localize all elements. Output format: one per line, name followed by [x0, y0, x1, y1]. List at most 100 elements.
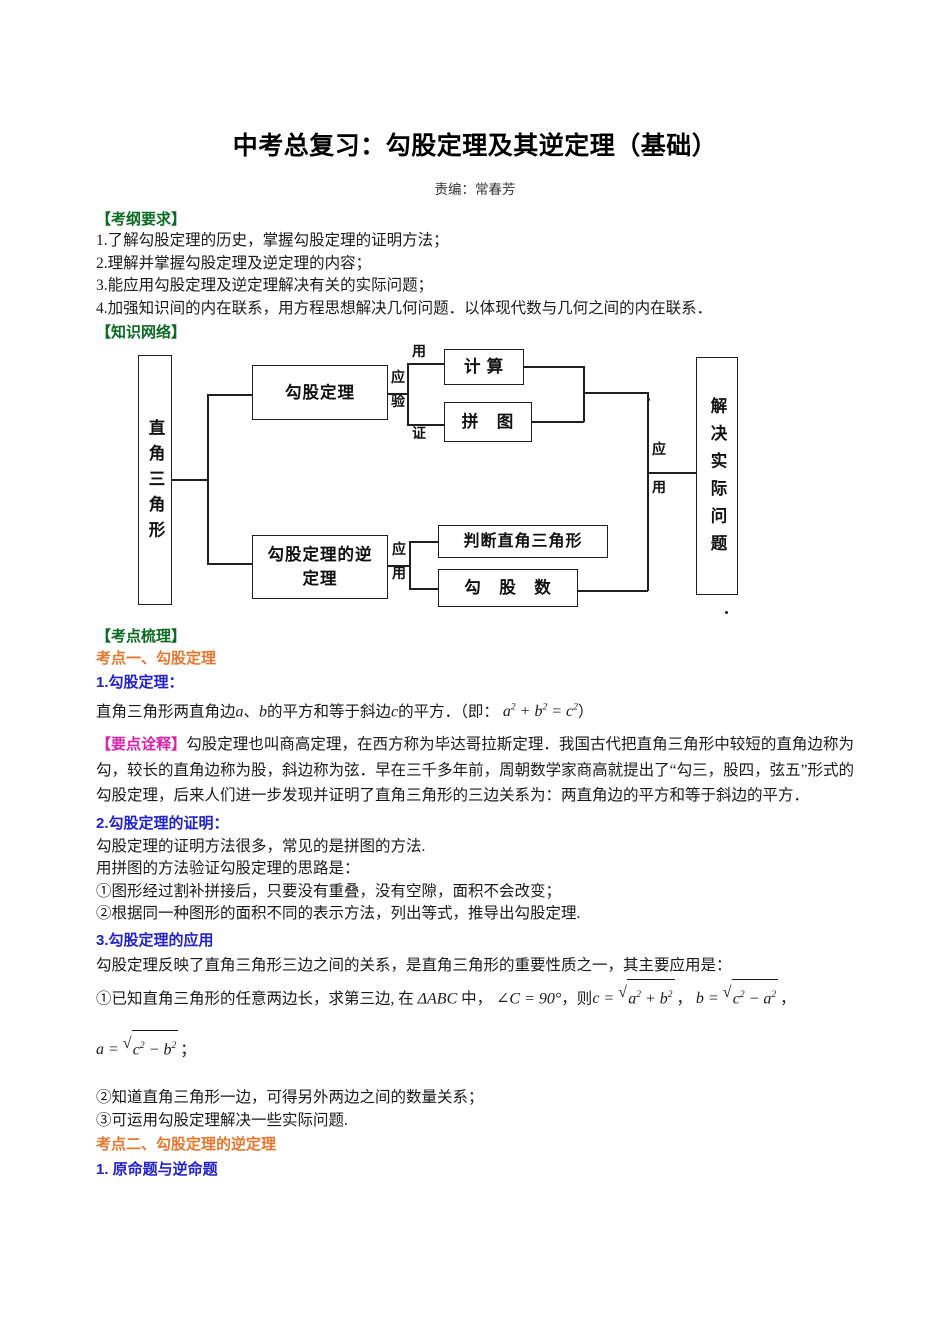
outline-item: 2.理解并掌握勾股定理及逆定理的内容；: [96, 254, 372, 272]
diagram-label-verify-upper: 验: [391, 395, 405, 410]
app1-prefix: ①已知直角三角形的任意两边长，求第三边, 在: [96, 990, 414, 1008]
diagram-connector: [407, 424, 445, 426]
point-one-sub3-title: 3.勾股定理的应用: [96, 931, 214, 949]
proof-lines: 勾股定理的证明方法很多，常见的是拼图的方法. 用拼图的方法验证勾股定理的思路是：…: [96, 836, 854, 926]
diagram-node-root: 直角三角形: [138, 355, 172, 605]
theorem-text-end: ）: [577, 703, 594, 721]
var-b: b: [259, 703, 268, 721]
diagram-connector: [409, 541, 439, 543]
diagram-node-assemble: 拼 图: [444, 402, 532, 442]
angle-c-value: ∠C = 90°: [496, 990, 562, 1008]
diagram-label-verify-bottom: 证: [412, 427, 426, 442]
outline-item: 1.了解勾股定理的历史，掌握勾股定理的证明方法；: [96, 232, 449, 249]
explain-tag: 【要点诠释】: [96, 736, 187, 754]
application-item: ③可运用勾股定理解决一些实际问题.: [96, 1111, 348, 1129]
diagram-node-solve: 解决实际问题: [696, 357, 738, 595]
proof-line: ①图形经过割补拼接后，只要没有重叠，没有空隙，面积不会改变；: [96, 882, 562, 900]
application-item: ②知道直角三角形一边，可得另外两边之间的数量关系；: [96, 1089, 484, 1107]
formula-exp: 2: [510, 703, 516, 713]
knowledge-network-diagram: 直角三角形 勾股定理 勾股定理的逆定理 应 验 用 证 计 算 拼 图 应: [136, 345, 816, 621]
diagram-connector: [409, 541, 411, 589]
diagram-node-theorem: 勾股定理: [252, 365, 388, 420]
outline-item: 4.加强知识间的内在联系，用方程思想解决几何问题．以体现代数与几何之间的内在联系…: [96, 299, 713, 317]
theorem-sep: 、: [243, 703, 260, 721]
proof-line: 用拼图的方法验证勾股定理的思路是：: [96, 860, 360, 878]
diagram-label-apply-right-bottom: 用: [652, 481, 666, 496]
point-one-sub2-title: 2.勾股定理的证明：: [96, 814, 229, 832]
diagram-connector: [583, 366, 585, 422]
diagram-connector: [172, 479, 208, 481]
diagram-connector: [388, 565, 410, 567]
app1-tail: ，: [780, 990, 796, 1008]
diagram-connector: [578, 590, 648, 592]
diagram-stray-dot: [647, 398, 650, 401]
app1-semicolon: ；: [180, 1041, 197, 1059]
diagram-connector: [409, 588, 439, 590]
rad-exp: 2: [636, 989, 641, 1000]
diagram-node-converse-label: 勾股定理的逆定理: [267, 545, 373, 588]
rad-c: c: [132, 1041, 140, 1059]
var-a: a: [235, 703, 244, 721]
formula-exp: 2: [542, 703, 548, 713]
diagram-node-converse: 勾股定理的逆定理: [252, 535, 388, 599]
rad-b: b: [659, 990, 668, 1008]
application-remaining-lines: ②知道直角三角形一边，可得另外两边之间的数量关系； ③可运用勾股定理解决一些实际…: [96, 1065, 854, 1132]
application-intro: 勾股定理反映了直角三角形三边之间的关系，是直角三角形的重要性质之一，其主要应用是…: [96, 956, 732, 974]
page-title: 中考总复习：勾股定理及其逆定理（基础）: [232, 133, 718, 160]
theorem-text-mid: 的平方和等于斜边: [267, 703, 392, 721]
app1-mid: 中，: [461, 990, 493, 1008]
application-item-1: ①已知直角三角形的任意两边长，求第三边, 在 ΔABC 中， ∠C = 90°，…: [96, 978, 854, 1014]
diagram-connector: [388, 393, 408, 395]
diagram-connector: [407, 363, 409, 425]
diagram-node-judge: 判断直角三角形: [438, 525, 608, 558]
rad-a: a: [628, 990, 637, 1008]
diagram-label-apply-upper: 应: [391, 371, 405, 386]
byline: 责编：常春芳: [434, 182, 516, 197]
outline-list: 1.了解勾股定理的历史，掌握勾股定理的证明方法； 2.理解并掌握勾股定理及逆定理…: [96, 230, 854, 320]
application-formula-a: a = c2 − b2；: [96, 1014, 854, 1065]
rad-exp: 2: [739, 989, 745, 1000]
diagram-node-triples: 勾 股 数: [438, 569, 578, 607]
point-two-sub1-title: 1. 原命题与逆命题: [96, 1161, 218, 1179]
theorem-text-before: 直角三角形两直角边: [96, 703, 236, 721]
point-two-title: 考点二、勾股定理的逆定理: [96, 1136, 277, 1154]
theorem-statement: 直角三角形两直角边a、b的平方和等于斜边c的平方．（即： a2 + b2 = c…: [96, 695, 854, 725]
formula-c-expression: c = a2 + b2: [592, 978, 676, 1008]
diagram-connector: [207, 563, 253, 565]
rad-c: c: [732, 990, 740, 1008]
diagram-label-apply-lower-top: 应: [392, 543, 406, 558]
diagram-connector: [207, 394, 253, 396]
explain-paragraph: 【要点诠释】勾股定理也叫商高定理，在西方称为毕达哥拉斯定理．我国古代把直角三角形…: [96, 725, 854, 809]
formula-a: a: [502, 703, 511, 721]
diagram-connector: [524, 366, 584, 368]
rad-a: a: [763, 990, 772, 1008]
diagram-connector: [407, 363, 445, 365]
app1-tail: ，: [676, 990, 693, 1008]
pythagorean-formula: a2 + b2 = c2: [502, 703, 578, 721]
diagram-connector: [647, 472, 697, 474]
formula-b-var: b: [695, 990, 704, 1008]
point-one-title: 考点一、勾股定理: [96, 650, 217, 667]
formula-c: c: [566, 703, 574, 721]
app1-then: ，则: [561, 990, 593, 1008]
rad-exp: 2: [171, 1041, 177, 1052]
triangle-abc: ΔABC: [417, 990, 458, 1008]
diagram-stray-dot: [725, 611, 728, 614]
outline-item: 3.能应用勾股定理及逆定理解决有关的实际问题；: [96, 277, 434, 294]
section-heading-outline: 【考纲要求】: [96, 211, 187, 228]
diagram-connector: [532, 421, 584, 423]
formula-exp: 2: [573, 703, 578, 713]
section-heading-review: 【考点梳理】: [96, 628, 187, 645]
diagram-connector: [207, 394, 209, 564]
section-heading-network: 【知识网络】: [96, 324, 187, 341]
diagram-label-apply-top: 用: [412, 345, 426, 360]
rad-exp: 2: [139, 1041, 145, 1052]
formula-a-expression: a = c2 − b2: [96, 1029, 180, 1059]
formula-b-expression: b = c2 − a2: [695, 978, 780, 1008]
rad-exp: 2: [667, 989, 673, 1000]
diagram-connector: [647, 392, 649, 591]
point-one-sub1-title: 1.勾股定理：: [96, 674, 184, 691]
proof-line: 勾股定理的证明方法很多，常见的是拼图的方法.: [96, 837, 426, 855]
diagram-label-apply-lower-bottom: 用: [392, 567, 406, 582]
